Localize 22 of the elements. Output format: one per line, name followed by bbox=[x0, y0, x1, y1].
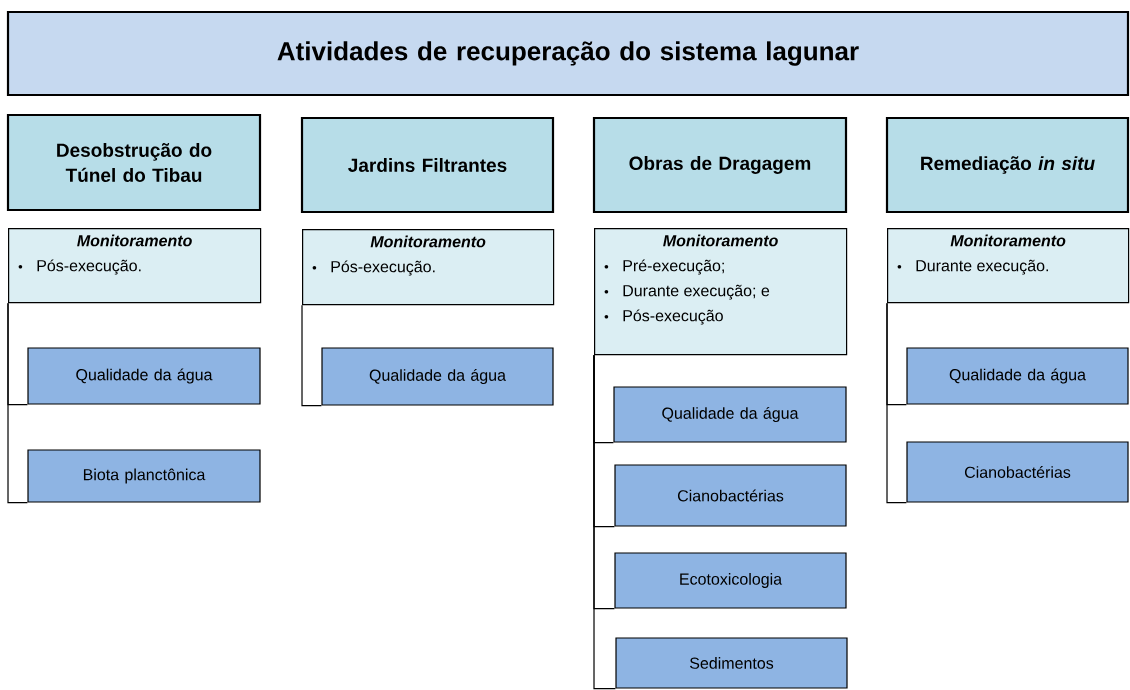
connector-line bbox=[593, 354, 616, 690]
connector-line bbox=[886, 302, 907, 504]
parameter-box: Qualidade da água bbox=[906, 347, 1129, 405]
parameter-box: Ecotoxicologia bbox=[614, 552, 847, 609]
monitoring-box: Monitoramento Durante execução. bbox=[887, 228, 1130, 304]
activity-box: Remediação in situ bbox=[885, 116, 1130, 214]
parameter-box: Biota planctônica bbox=[27, 449, 261, 503]
title-box: Atividades de recuperação do sistema lagunar bbox=[6, 10, 1130, 97]
monitoring-box: Monitoramento Pré-execução; Durante execução; e Pós-execução bbox=[594, 228, 848, 356]
parameter-box: Qualidade da água bbox=[27, 347, 261, 405]
parameter-box: Qualidade da água bbox=[321, 347, 554, 406]
parameter-box: Cianobactérias bbox=[614, 464, 847, 527]
activity-box: Jardins Filtrantes bbox=[300, 116, 555, 214]
monitoring-box: Monitoramento Pós-execução. bbox=[302, 229, 555, 306]
connector-line bbox=[7, 302, 28, 504]
connector-line bbox=[301, 304, 322, 407]
parameter-box: Qualidade da água bbox=[613, 386, 847, 443]
parameter-box: Cianobactérias bbox=[906, 441, 1129, 503]
activity-box: Desobstrução do Túnel do Tibau bbox=[6, 113, 262, 212]
monitoring-box: Monitoramento Pós-execução. bbox=[8, 228, 262, 304]
activity-box: Obras de Dragagem bbox=[592, 116, 848, 214]
parameter-box: Sedimentos bbox=[615, 637, 848, 689]
